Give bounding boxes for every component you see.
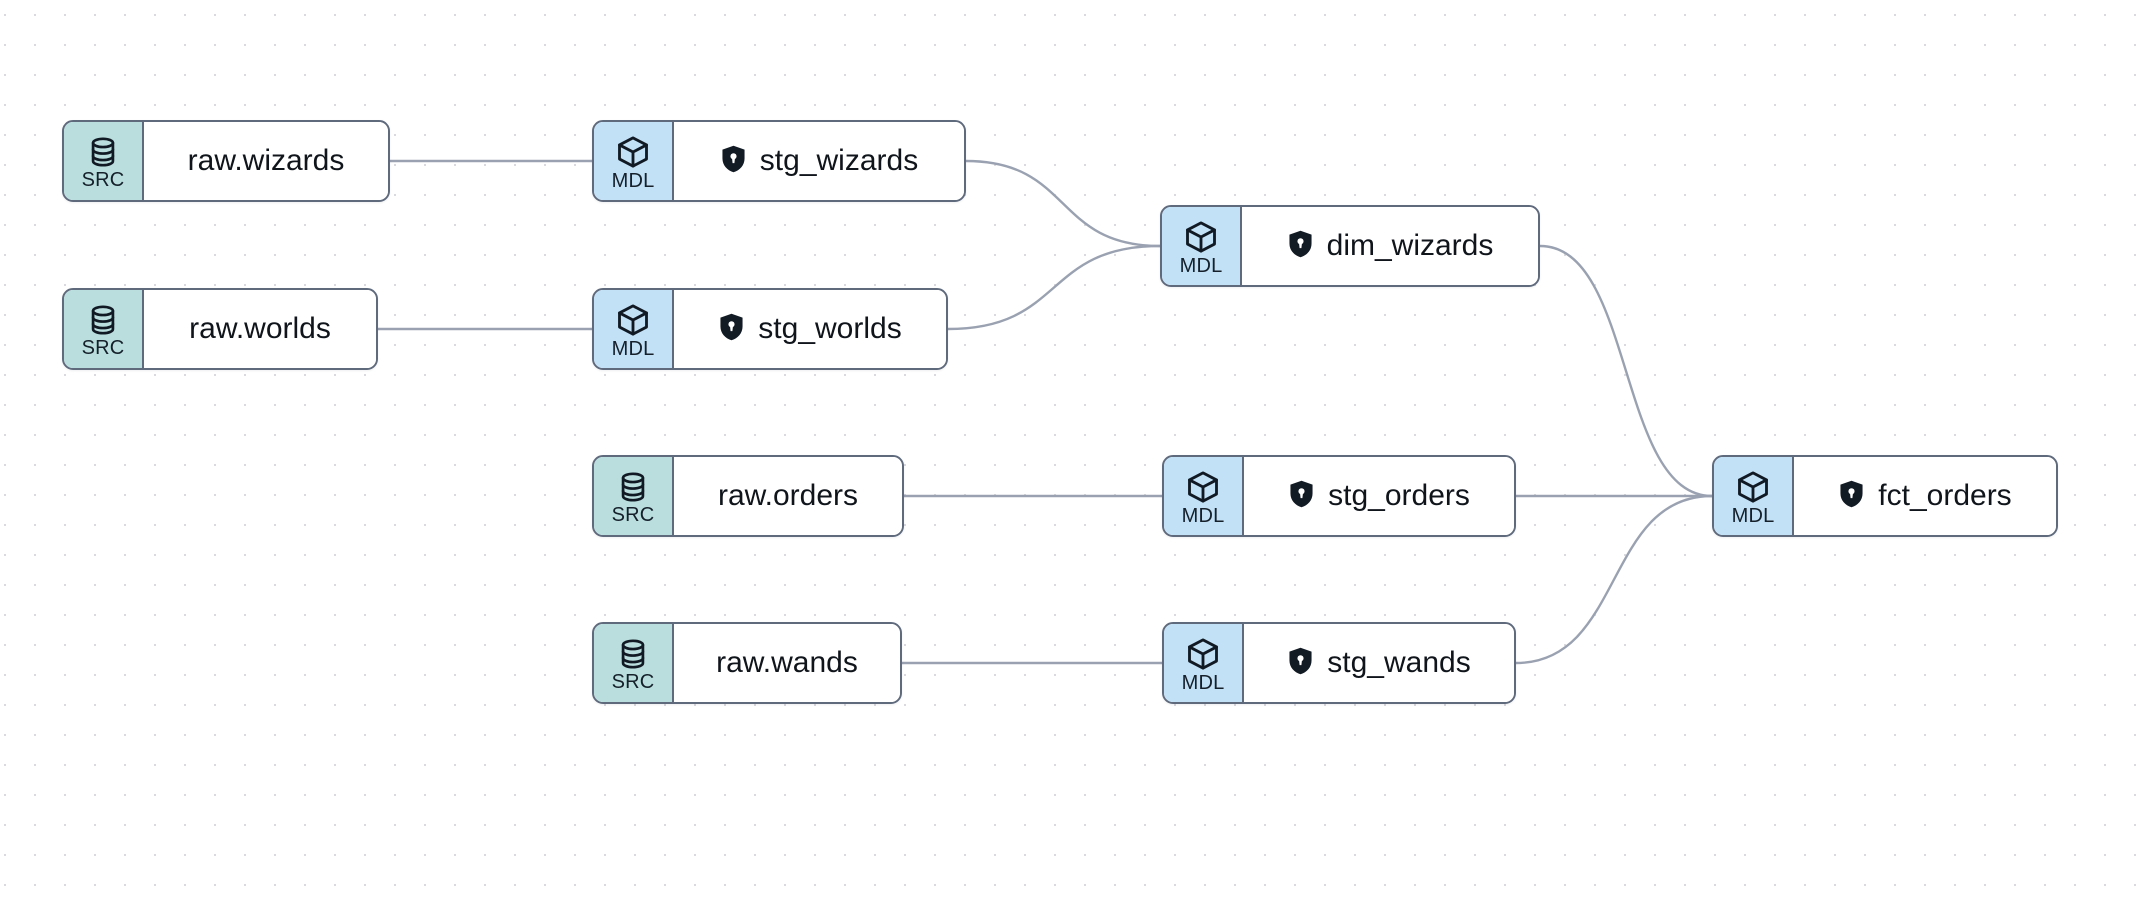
node-type-label: SRC [611, 503, 655, 526]
database-icon [86, 135, 120, 169]
node-type-label: MDL [1181, 671, 1225, 694]
node-type-label: SRC [81, 336, 125, 359]
shield-lock-icon [1838, 479, 1865, 514]
cube-icon [1183, 219, 1219, 255]
lineage-node-raw-worlds[interactable]: SRC raw.worlds [62, 288, 378, 370]
cube-icon [615, 302, 651, 338]
database-icon [616, 637, 650, 671]
lineage-node-stg-wizards[interactable]: MDL stg_wizards [592, 120, 966, 202]
node-type-badge-mdl: MDL [1162, 207, 1242, 285]
node-type-badge-mdl: MDL [594, 290, 674, 368]
node-label: stg_wizards [759, 144, 919, 177]
node-type-badge-mdl: MDL [1164, 624, 1244, 702]
node-label: stg_orders [1328, 479, 1470, 512]
node-type-badge-src: SRC [594, 457, 674, 535]
lineage-node-raw-orders[interactable]: SRC raw.orders [592, 455, 904, 537]
node-type-badge-mdl: MDL [1714, 457, 1794, 535]
node-body[interactable]: raw.wizards [144, 122, 388, 200]
shield-lock-icon [718, 312, 745, 347]
node-label: raw.worlds [189, 312, 331, 345]
shield-lock-icon [1287, 229, 1314, 264]
database-icon [616, 470, 650, 504]
node-type-badge-src: SRC [64, 122, 144, 200]
node-label: fct_orders [1878, 479, 2012, 512]
shield-lock-icon [1287, 646, 1314, 681]
node-body[interactable]: fct_orders [1794, 457, 2056, 535]
cube-icon [1185, 636, 1221, 672]
node-type-label: MDL [1181, 504, 1225, 527]
lineage-node-stg-worlds[interactable]: MDL stg_worlds [592, 288, 948, 370]
node-label: stg_wands [1327, 646, 1471, 679]
node-type-label: MDL [1179, 254, 1223, 277]
node-type-label: MDL [1731, 504, 1775, 527]
node-body[interactable]: raw.worlds [144, 290, 376, 368]
node-body[interactable]: stg_wands [1244, 624, 1514, 702]
node-type-badge-mdl: MDL [1164, 457, 1244, 535]
lineage-edge-stg-worlds-to-dim-wizards [946, 244, 1162, 331]
node-body[interactable]: stg_orders [1244, 457, 1514, 535]
node-type-badge-src: SRC [64, 290, 144, 368]
lineage-node-dim-wizards[interactable]: MDL dim_wizards [1160, 205, 1540, 287]
node-body[interactable]: raw.orders [674, 457, 902, 535]
lineage-node-stg-wands[interactable]: MDL stg_wands [1162, 622, 1516, 704]
lineage-edge-stg-wands-to-fct-orders [1514, 494, 1714, 665]
node-label: stg_worlds [758, 312, 902, 345]
node-body[interactable]: dim_wizards [1242, 207, 1538, 285]
node-body[interactable]: stg_wizards [674, 122, 964, 200]
lineage-node-stg-orders[interactable]: MDL stg_orders [1162, 455, 1516, 537]
node-body[interactable]: raw.wands [674, 624, 900, 702]
node-type-label: MDL [611, 169, 655, 192]
lineage-node-raw-wizards[interactable]: SRC raw.wizards [62, 120, 390, 202]
node-type-badge-mdl: MDL [594, 122, 674, 200]
node-body[interactable]: stg_worlds [674, 290, 946, 368]
lineage-edge-dim-wizards-to-fct-orders [1538, 244, 1714, 498]
node-label: dim_wizards [1326, 229, 1494, 262]
node-label: raw.wands [716, 646, 858, 679]
database-icon [86, 303, 120, 337]
lineage-node-raw-wands[interactable]: SRC raw.wands [592, 622, 902, 704]
lineage-edge-stg-wizards-to-dim-wizards [964, 159, 1162, 248]
node-type-label: SRC [81, 168, 125, 191]
shield-lock-icon [1288, 479, 1315, 514]
node-label: raw.orders [717, 479, 859, 512]
node-type-label: MDL [611, 337, 655, 360]
node-type-badge-src: SRC [594, 624, 674, 702]
cube-icon [1185, 469, 1221, 505]
cube-icon [615, 134, 651, 170]
lineage-node-fct-orders[interactable]: MDL fct_orders [1712, 455, 2058, 537]
shield-lock-icon [720, 144, 747, 179]
node-label: raw.wizards [187, 144, 345, 177]
node-type-label: SRC [611, 670, 655, 693]
cube-icon [1735, 469, 1771, 505]
